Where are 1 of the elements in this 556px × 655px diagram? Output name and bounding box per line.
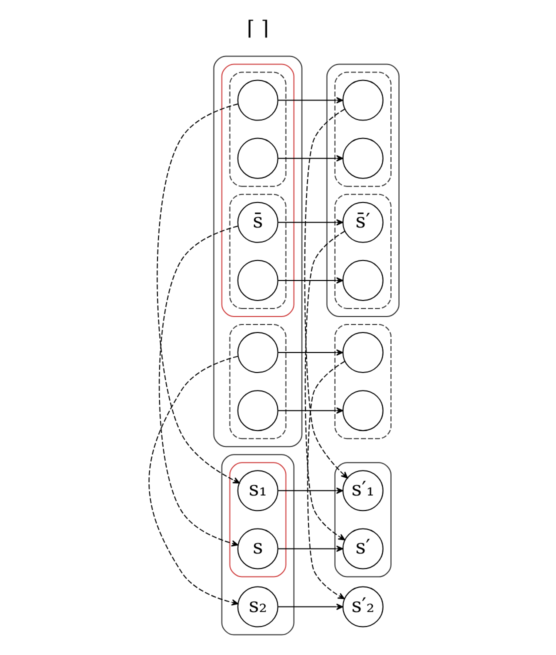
label: ⌈ ⌉ bbox=[246, 16, 269, 40]
